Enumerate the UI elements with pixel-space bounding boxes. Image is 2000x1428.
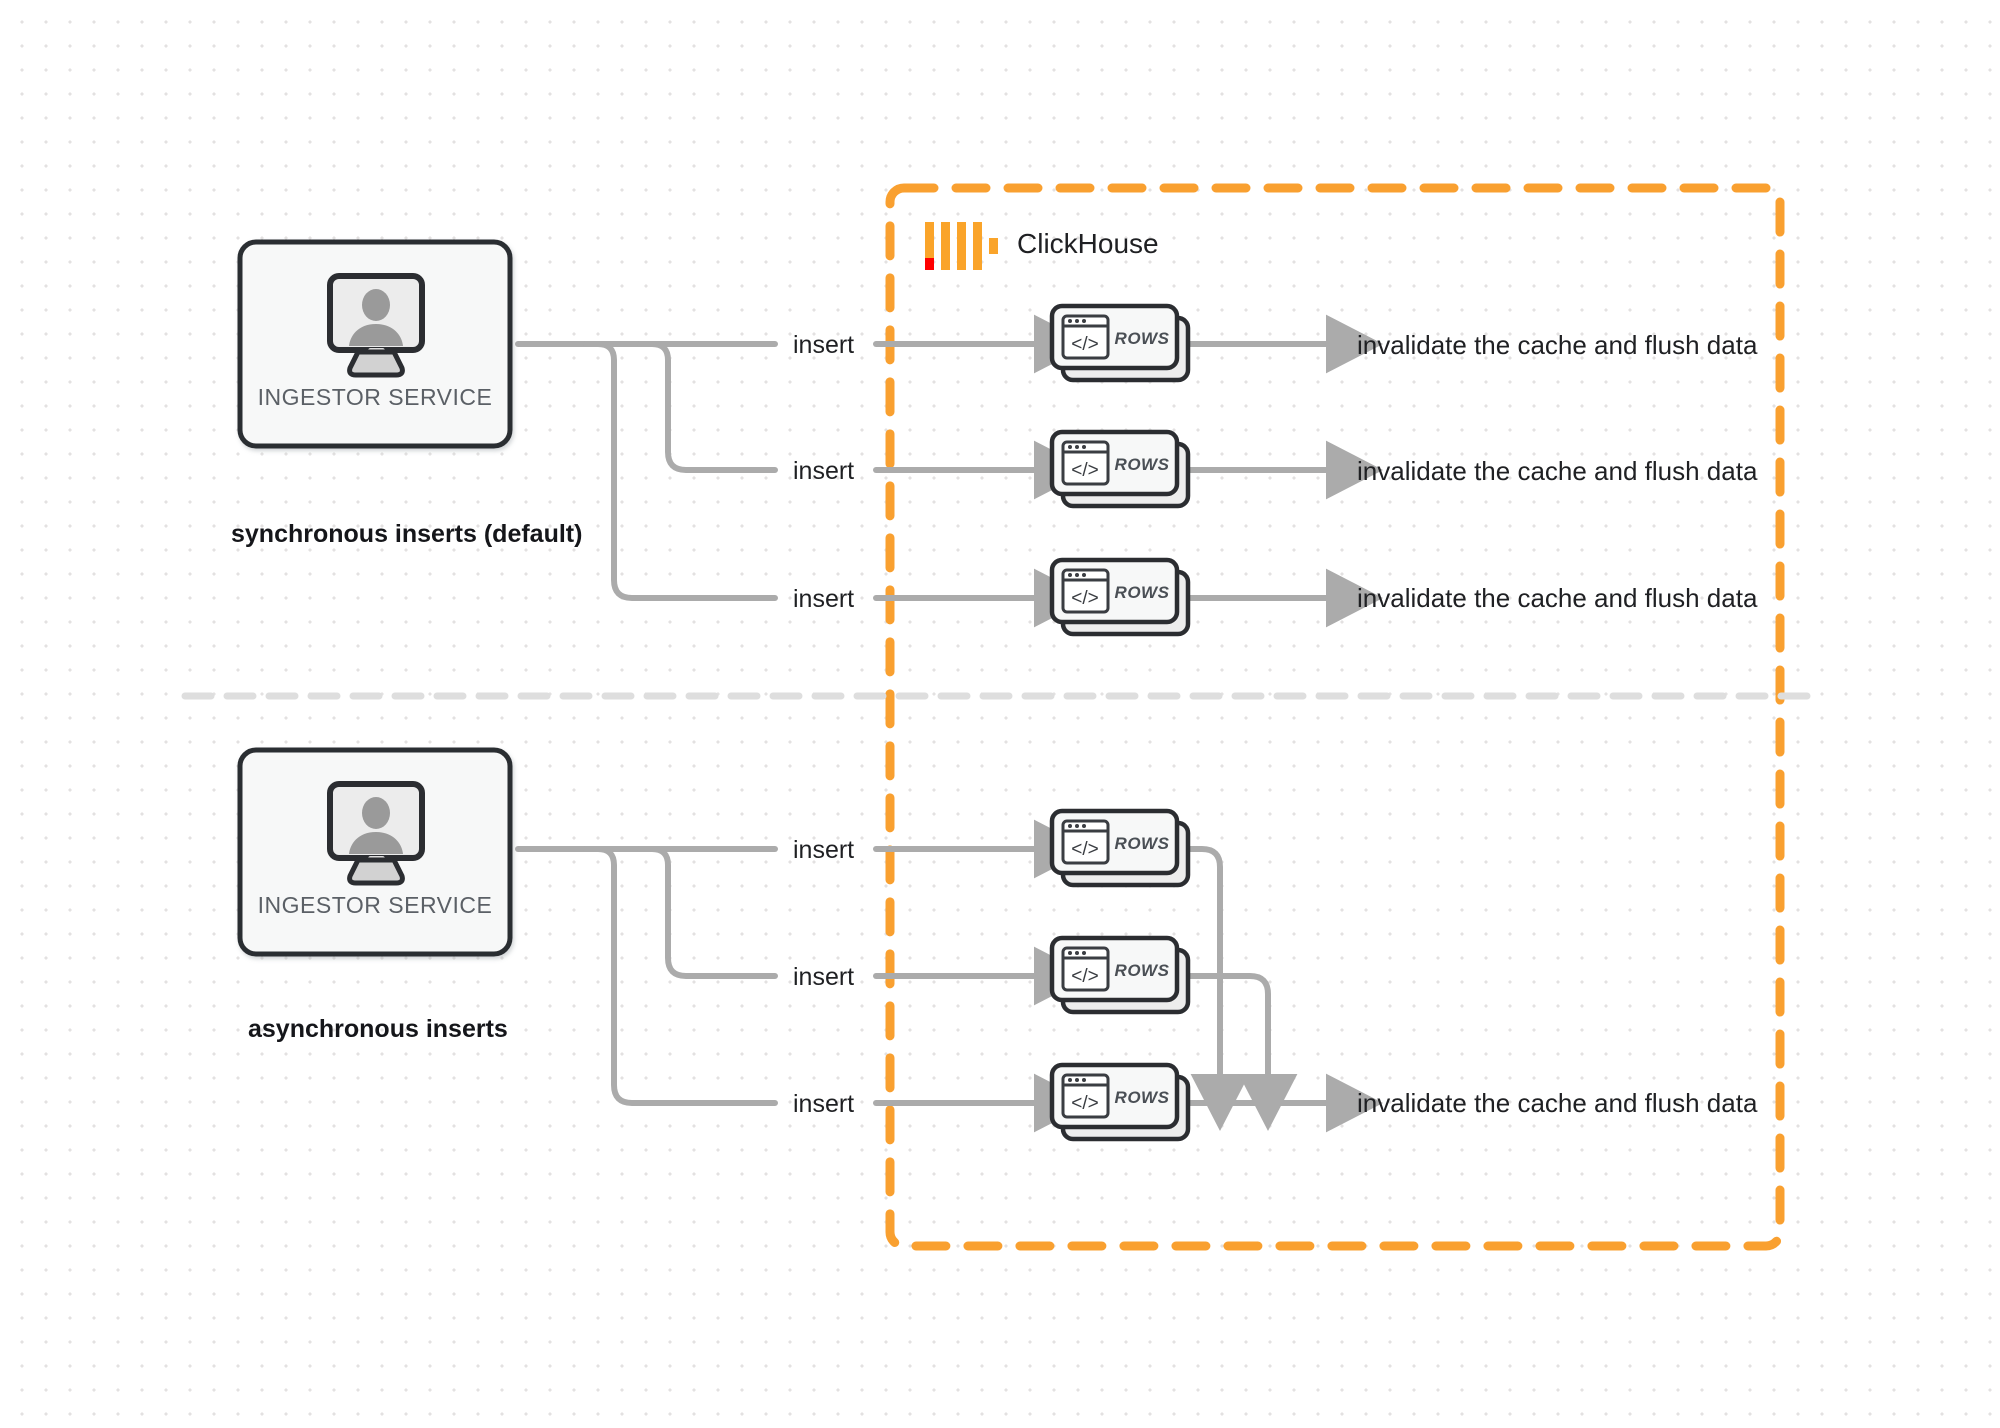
svg-text:</>: </> (1071, 966, 1098, 987)
sync-ingestor-service[interactable]: INGESTOR SERVICE (237, 239, 513, 449)
sync-edge-label-2: insert (793, 457, 854, 485)
async-source-label: INGESTOR SERVICE (258, 892, 493, 918)
async-rows-node-2[interactable]: </> ROWS (1049, 935, 1191, 1015)
clickhouse-logo (925, 222, 998, 270)
monitor-user-icon (327, 781, 425, 886)
code-window-icon: </> (1061, 568, 1110, 614)
sync-rows-node-2[interactable]: </> ROWS (1049, 429, 1191, 509)
code-window-icon: </> (1061, 314, 1110, 360)
sync-source-label: INGESTOR SERVICE (258, 384, 493, 410)
async-rows-label-2: ROWS (1115, 961, 1170, 980)
async-rows-node-3[interactable]: </> ROWS (1049, 1062, 1191, 1142)
clickhouse-boundary (885, 183, 1785, 1251)
svg-text:</>: </> (1071, 839, 1098, 860)
code-window-icon: </> (1061, 946, 1110, 992)
sync-section-label: synchronous inserts (default) (231, 520, 582, 548)
async-section-label: asynchronous inserts (248, 1015, 508, 1043)
async-edge-label-3: insert (793, 1090, 854, 1118)
sync-output-label-2: invalidate the cache and flush data (1357, 456, 1758, 486)
async-ingestor-service[interactable]: INGESTOR SERVICE (237, 747, 513, 957)
async-rows-node-1[interactable]: </> ROWS (1049, 808, 1191, 888)
async-connectors (515, 819, 1383, 1133)
clickhouse-brand-label: ClickHouse (1017, 228, 1159, 259)
sync-rows-node-3[interactable]: </> ROWS (1049, 557, 1191, 637)
async-output-label-1: invalidate the cache and flush data (1357, 1088, 1758, 1118)
svg-text:</>: </> (1071, 334, 1098, 355)
monitor-user-icon (327, 273, 425, 378)
sync-rows-node-1[interactable]: </> ROWS (1049, 303, 1191, 383)
sync-edge-label-1: insert (793, 331, 854, 359)
sync-output-label-1: invalidate the cache and flush data (1357, 330, 1758, 360)
svg-text:</>: </> (1071, 460, 1098, 481)
sync-edge-label-3: insert (793, 585, 854, 613)
async-edge-label-2: insert (793, 963, 854, 991)
sync-rows-label-2: ROWS (1115, 455, 1170, 474)
svg-text:</>: </> (1071, 1093, 1098, 1114)
sync-connectors (515, 314, 1383, 628)
sync-rows-label-1: ROWS (1115, 329, 1170, 348)
sync-output-label-3: invalidate the cache and flush data (1357, 583, 1758, 613)
code-window-icon: </> (1061, 819, 1110, 865)
async-rows-label-3: ROWS (1115, 1088, 1170, 1107)
svg-text:</>: </> (1071, 588, 1098, 609)
async-rows-label-1: ROWS (1115, 834, 1170, 853)
sync-rows-label-3: ROWS (1115, 583, 1170, 602)
async-edge-label-1: insert (793, 836, 854, 864)
code-window-icon: </> (1061, 1073, 1110, 1119)
code-window-icon: </> (1061, 440, 1110, 486)
